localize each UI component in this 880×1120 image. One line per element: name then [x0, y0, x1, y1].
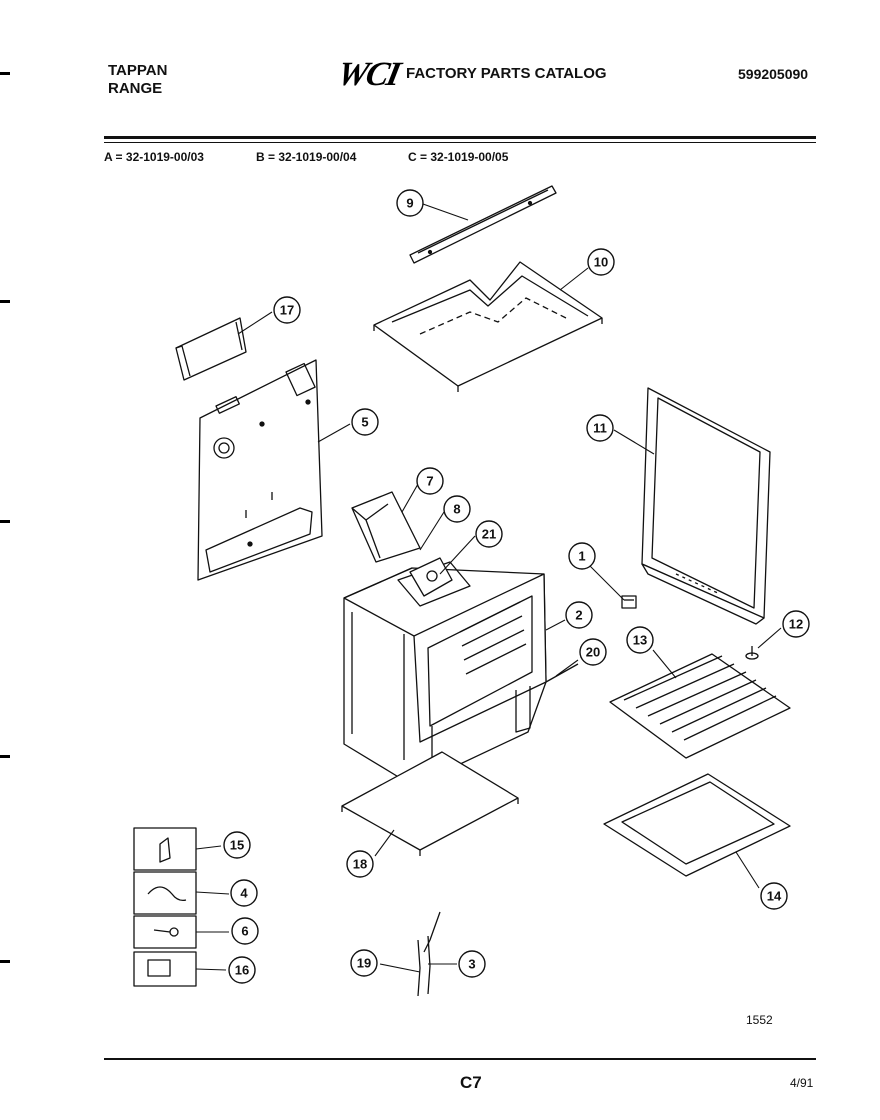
edge-mark: [0, 960, 10, 963]
callout-11-label: 11: [593, 421, 607, 436]
brand-block: TAPPAN RANGE: [108, 62, 167, 98]
callout-7-label: 7: [426, 474, 433, 489]
part-1-knob: [621, 595, 637, 609]
drawing-number: 1552: [746, 1013, 773, 1027]
part-17-bracket: [175, 317, 247, 381]
part-7-bracket: [351, 491, 421, 563]
edge-mark: [0, 755, 10, 758]
footer-rule: [104, 1058, 816, 1060]
part-11-door-frame: [641, 387, 771, 625]
catalog-title: FACTORY PARTS CATALOG: [406, 65, 607, 82]
edge-mark: [0, 520, 10, 523]
callout-4-label: 4: [240, 886, 248, 901]
revision-date: 4/91: [790, 1076, 814, 1090]
part-12-leveling-leg: [745, 646, 759, 660]
oven-cavity-body: [343, 561, 547, 785]
part-13-oven-rack: [609, 653, 791, 759]
part-20-screw: [545, 663, 579, 683]
callout-6-label: 6: [241, 924, 248, 939]
callout-14-label: 14: [767, 889, 782, 904]
leader-lines: [195, 203, 782, 973]
callout-circles: [223, 189, 810, 984]
part-5-back-panel: [197, 359, 323, 581]
callout-13-label: 13: [633, 633, 647, 648]
part-19-3-side-brackets: [417, 911, 441, 997]
header-rule: [104, 136, 816, 139]
callout-10-label: 10: [594, 255, 608, 270]
header-rule-thin: [104, 142, 816, 143]
part-9-trim-strip: [409, 185, 557, 264]
edge-mark: [0, 300, 10, 303]
callout-2-label: 2: [575, 608, 582, 623]
callout-15-label: 15: [230, 838, 244, 853]
model-c: C = 32-1019-00/05: [408, 150, 509, 164]
product-type: RANGE: [108, 80, 163, 97]
part-18-bottom-panel: [341, 751, 519, 856]
catalog-number: 599205090: [738, 66, 809, 82]
edge-mark: [0, 72, 10, 75]
callout-5-label: 5: [361, 415, 368, 430]
model-b: B = 32-1019-00/04: [256, 150, 357, 164]
small-parts-boxes: [133, 827, 197, 987]
callout-9-label: 9: [406, 196, 413, 211]
callout-1-label: 1: [578, 549, 585, 564]
page-code: C7: [460, 1073, 482, 1092]
callout-18-label: 18: [353, 857, 367, 872]
callout-21-label: 21: [482, 527, 496, 542]
part-10-top-panel: [373, 261, 603, 392]
callout-20-label: 20: [586, 645, 600, 660]
callout-8-label: 8: [453, 502, 460, 517]
part-14-broiler-pan: [603, 773, 791, 877]
callout-16-label: 16: [235, 963, 249, 978]
callout-17-label: 17: [280, 303, 294, 318]
callout-3-label: 3: [468, 957, 475, 972]
brand-name: TAPPAN: [108, 62, 168, 79]
callout-19-label: 19: [357, 956, 371, 971]
part-21-valve-assembly: [409, 557, 453, 597]
callout-12-label: 12: [789, 617, 803, 632]
model-a: A = 32-1019-00/03: [104, 150, 204, 164]
